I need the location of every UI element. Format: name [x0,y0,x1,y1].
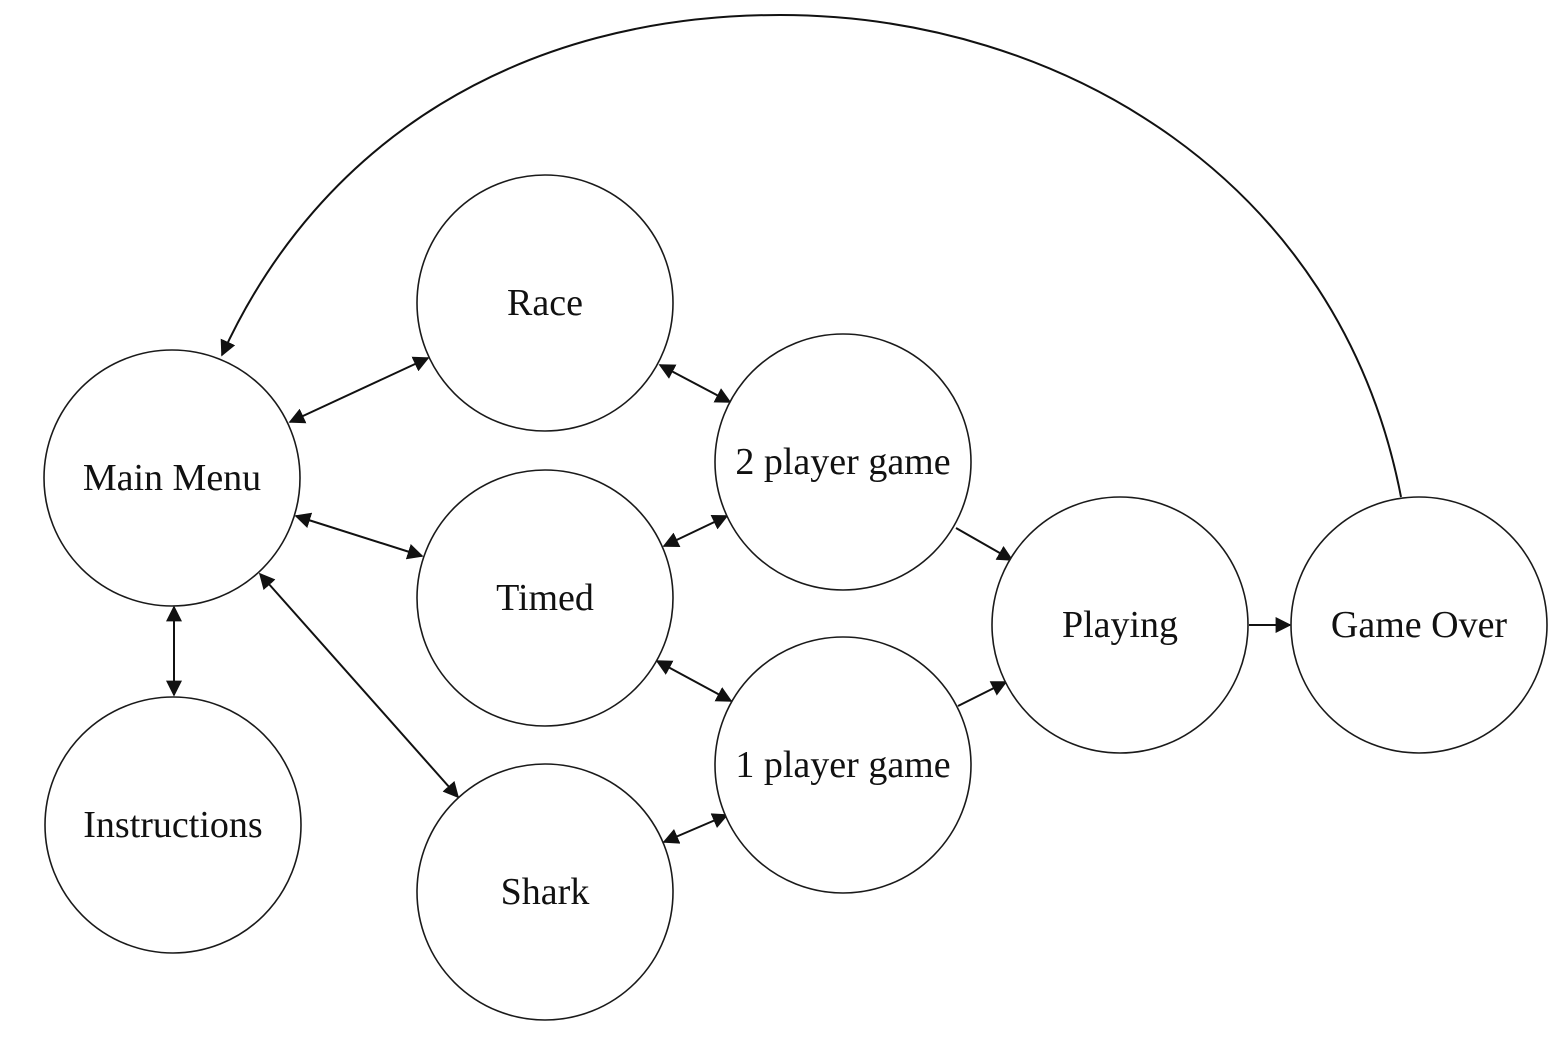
node-two-player-game: 2 player game [714,333,972,591]
edge-timed-one-player [655,660,733,702]
node-instructions: Instructions [44,696,302,954]
edge-shark-one-player [662,813,729,844]
node-label-race: Race [507,282,583,324]
node-label-instructions: Instructions [83,804,262,846]
node-label-game-over: Game Over [1331,604,1508,646]
edges-layer [166,13,1402,844]
node-shark: Shark [416,763,674,1021]
edge-main-menu-race [288,356,430,424]
node-game-over: Game Over [1290,496,1548,754]
edge-timed-two-player [662,514,729,548]
edge-game-over-main-menu [220,13,1402,498]
node-label-playing: Playing [1062,604,1178,646]
node-label-timed: Timed [496,577,594,619]
edge-two-player-playing [955,527,1014,561]
node-one-player-game: 1 player game [714,636,972,894]
node-label-shark: Shark [501,871,590,913]
node-timed: Timed [416,469,674,727]
node-main-menu: Main Menu [43,349,301,607]
node-label-two-player-game: 2 player game [735,441,950,483]
nodes-layer: Main Menu Instructions Race Timed Shark … [43,174,1548,1021]
edge-main-menu-shark [258,572,460,799]
node-label-main-menu: Main Menu [83,457,261,499]
edge-race-two-player [658,364,732,403]
node-label-one-player-game: 1 player game [735,744,950,786]
edge-one-player-playing [957,681,1008,707]
edge-main-menu-timed [294,512,424,560]
node-playing: Playing [991,496,1249,754]
node-race: Race [416,174,674,432]
